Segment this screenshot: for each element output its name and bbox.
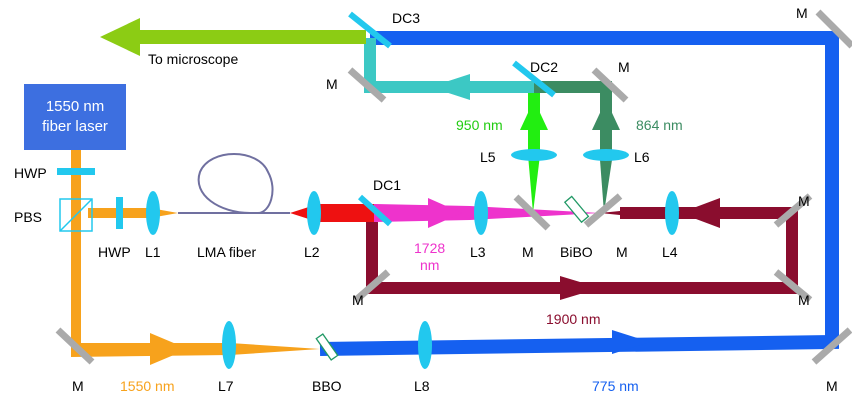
hwp-label-top: HWP [14,165,47,181]
crystal-bibo [563,195,590,224]
lens-l5 [511,149,557,161]
dichroic-dc3 [348,11,392,49]
pbs-label: PBS [14,209,42,225]
fiber-laser-label-line1: 1550 nm [46,98,104,115]
mirror [773,193,813,228]
wavelength-1728-line1: 1728 [414,240,445,256]
mirror-label-m: M [798,292,810,308]
dichroic-dc2 [512,60,556,98]
lens-l7 [222,321,236,369]
beam-1550nm [71,150,320,365]
beam-fiber-output [290,204,374,222]
l3-label: L3 [470,244,486,260]
mirror [583,193,623,228]
mirror-label-m: M [326,76,338,92]
beam-1900-arrowhead-top [680,198,720,228]
l5-label: L5 [480,149,496,165]
beam-1900-arrowhead-bottom [560,276,600,300]
bibo-label: BiBO [560,244,593,260]
mirror-label-m: M [72,378,84,394]
hwp-vertical-path [57,168,95,175]
l1-label: L1 [145,244,161,260]
mirror-label-m: M [618,59,630,75]
mirror-label-m: M [796,5,808,21]
beam-775-arrowhead [612,330,650,354]
lma-fiber [178,153,290,214]
wavelength-1550: 1550 nm [120,378,174,394]
beam-1550nm-to-fiber [88,208,178,218]
mirror [591,67,629,103]
mirror [353,269,391,303]
lma-fiber-label: LMA fiber [197,244,256,260]
dc1-label: DC1 [373,177,401,193]
l4-label: L4 [662,244,678,260]
beam-864nm [534,81,620,213]
mirror [513,194,551,231]
output-arrowhead [100,18,140,56]
l6-label: L6 [634,149,650,165]
pbs-cube [59,198,93,232]
l2-label: L2 [304,244,320,260]
lens-l2 [307,191,321,235]
beam-775nm [319,31,839,356]
beam-mixed-arrowhead [430,74,470,100]
beam-mixed [364,38,534,100]
beam-1728-arrowhead [428,198,462,228]
mirror-label-m: M [616,244,628,260]
hwp-horizontal-path [116,197,123,229]
l7-label: L7 [218,378,234,394]
wavelength-864: 864 nm [636,117,683,133]
l8-label: L8 [414,378,430,394]
dc3-label: DC3 [392,10,420,26]
mirror [347,67,387,103]
crystal-bbo [315,333,339,361]
mirror [815,9,852,49]
dc2-label: DC2 [530,59,558,75]
mirror-label-m: M [826,378,838,394]
lens-l6 [583,149,629,161]
mirror-label-m: M [522,244,534,260]
wavelength-775: 775 nm [592,378,639,394]
wavelength-1728-line2: nm [420,257,439,273]
to-microscope-label: To microscope [148,51,238,67]
lens-l8 [418,321,432,369]
mirror-label-m: M [798,193,810,209]
bbo-label: BBO [312,378,342,394]
beam-to-microscope [100,18,366,56]
mirrors [55,9,852,365]
mirror [811,327,852,365]
dichroic-dc1 [357,194,393,227]
hwp-label-bottom: HWP [98,244,131,260]
wavelength-1900: 1900 nm [546,311,600,327]
wavelength-950: 950 nm [456,117,503,133]
beam-1550-arrowhead [150,333,188,365]
beam-864-arrowhead [592,100,620,130]
fiber-laser-box [24,84,126,150]
lens-l1 [146,191,160,235]
mirror [773,269,813,303]
mirror [55,327,95,365]
beam-950-arrowhead [520,100,548,130]
mirror-label-m: M [352,292,364,308]
fiber-laser-label-line2: fiber laser [42,118,108,135]
lens-l3 [474,191,488,235]
lens-l4 [665,191,679,235]
